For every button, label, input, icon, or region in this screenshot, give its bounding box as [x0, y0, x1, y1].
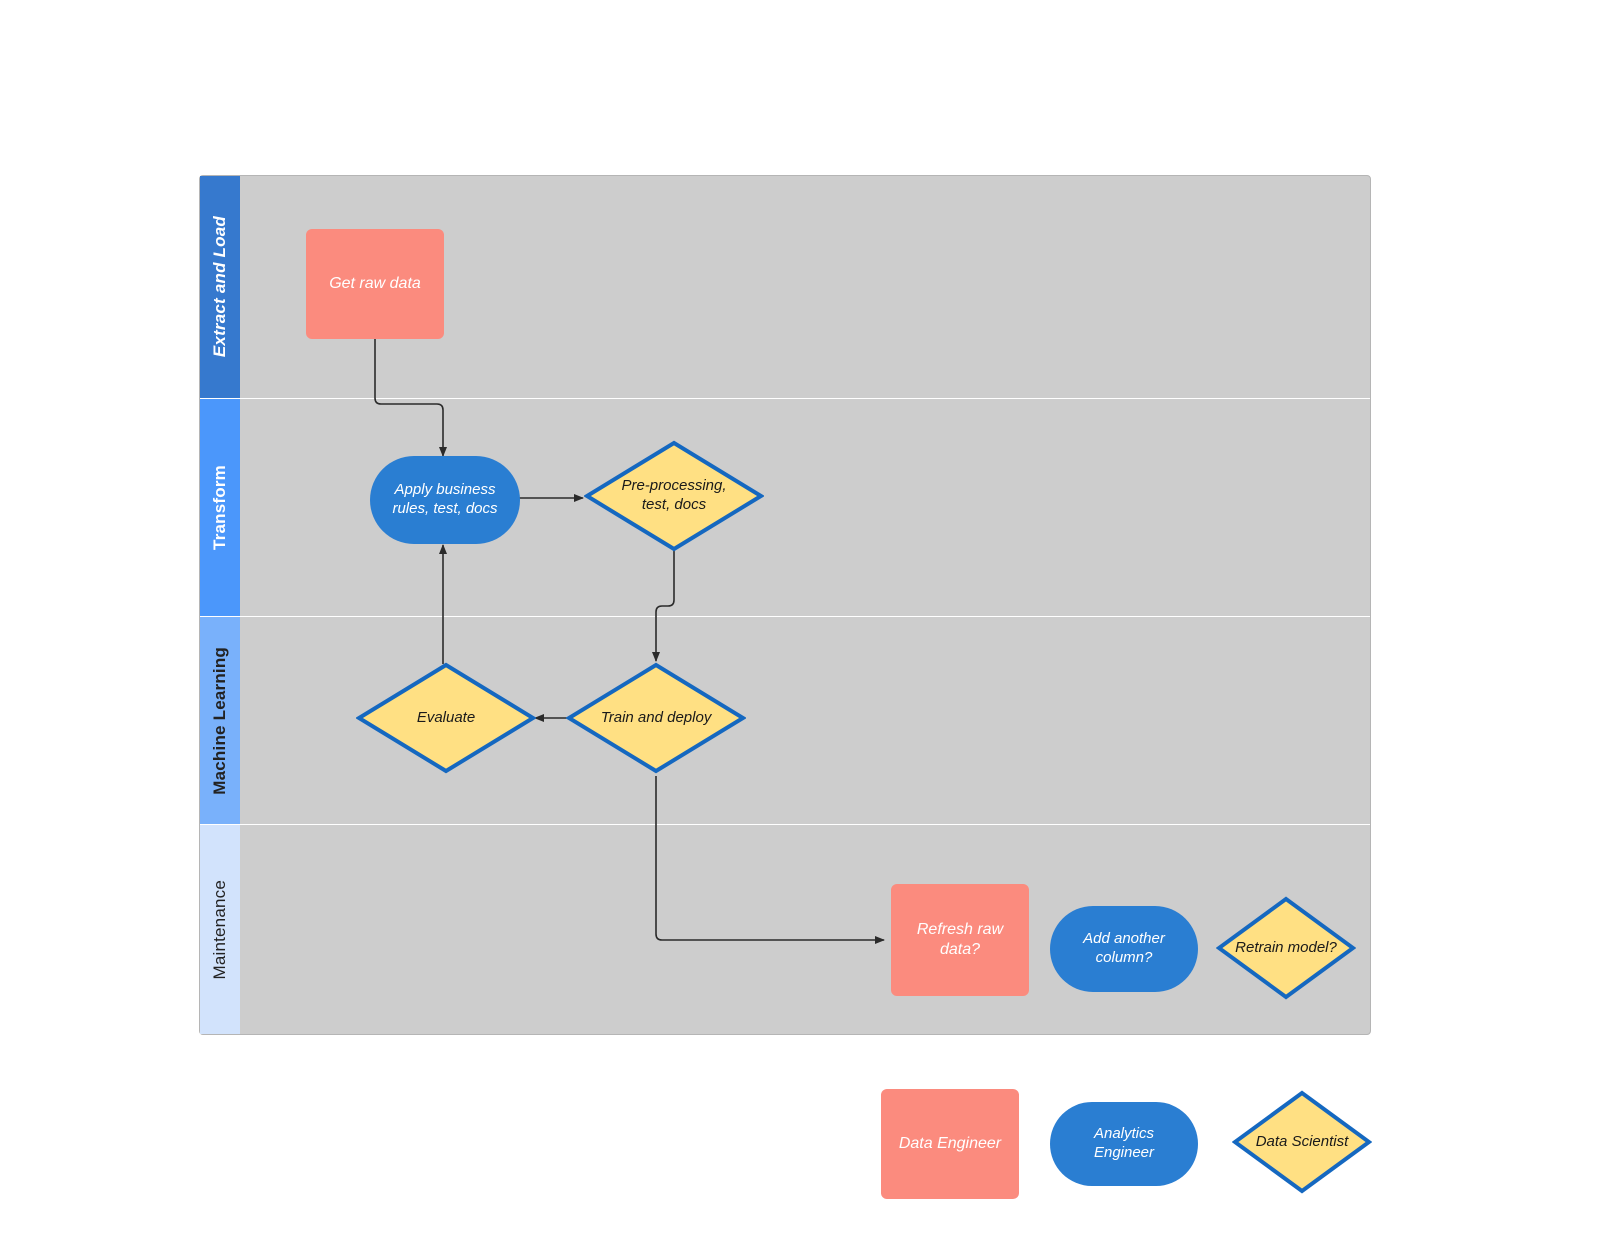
node-label-apply-business-rules: Apply business rules, test, docs — [392, 481, 498, 517]
node-label-refresh-raw-data: Refresh raw data? — [916, 921, 1004, 958]
node-label-add-another-column: Add another column? — [1083, 930, 1165, 966]
lane-header-extract-and-load: Extract and Load — [200, 176, 240, 398]
node-refresh-raw-data[interactable]: Refresh raw data? — [891, 884, 1029, 996]
node-apply-business-rules[interactable]: Apply business rules, test, docs — [370, 456, 520, 544]
node-add-another-column[interactable]: Add another column? — [1050, 906, 1198, 992]
legend-label-analytics-engineer: Analytics Engineer — [1093, 1125, 1155, 1161]
lane-header-maintenance: Maintenance — [200, 825, 240, 1034]
lane-header-transform: Transform — [200, 399, 240, 616]
node-retrain-model[interactable]: Retrain model? — [1216, 896, 1356, 1000]
legend-item-analytics-engineer[interactable]: Analytics Engineer — [1050, 1102, 1198, 1186]
node-pre-processing[interactable]: Pre-processing, test, docs — [584, 440, 764, 552]
lane-extract-and-load: Extract and Load — [200, 176, 1370, 399]
legend-item-data-scientist[interactable]: Data Scientist — [1232, 1090, 1372, 1194]
node-get-raw-data[interactable]: Get raw data — [306, 229, 444, 339]
node-train-and-deploy[interactable]: Train and deploy — [566, 662, 746, 774]
legend-label-data-engineer: Data Engineer — [898, 1135, 1002, 1153]
legend-item-data-engineer[interactable]: Data Engineer — [881, 1089, 1019, 1199]
lane-header-machine-learning: Machine Learning — [200, 617, 240, 824]
lane-maintenance: Maintenance — [200, 825, 1370, 1034]
node-label-get-raw-data: Get raw data — [329, 275, 421, 293]
lane-transform: Transform — [200, 399, 1370, 617]
node-evaluate[interactable]: Evaluate — [356, 662, 536, 774]
